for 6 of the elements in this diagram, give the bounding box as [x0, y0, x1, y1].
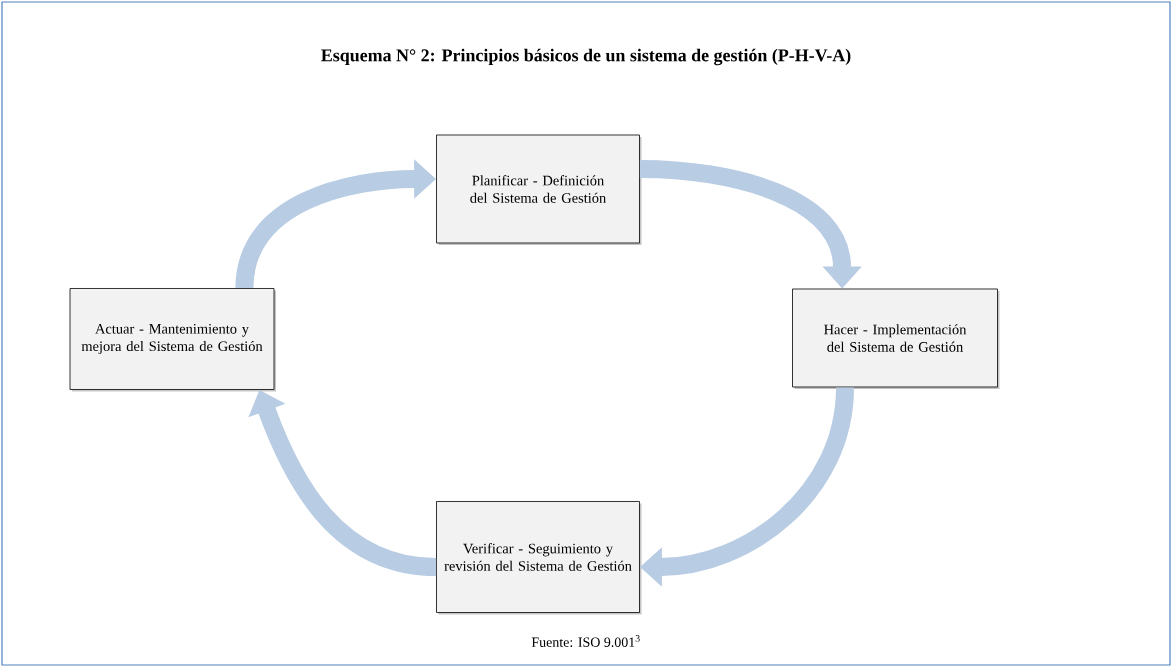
process-box: Hacer - Implementación del Sistema de Gestión: [792, 288, 1000, 389]
caption: Fuente: ISO 9.001$^{3}$: [531, 635, 640, 647]
process-box: Actuar - Mantenimiento y mejora del Sistema de Gestión: [69, 288, 276, 392]
process-box: Planificar - Definición del Sistema de Gestión: [436, 134, 642, 245]
process-box: Verificar - Seguimiento y revisión del Sistema de Gestión: [436, 501, 642, 615]
title: Esquema N° 2: Principios básicos de un sistema de gestión (P-H-V-A): [321, 48, 851, 66]
